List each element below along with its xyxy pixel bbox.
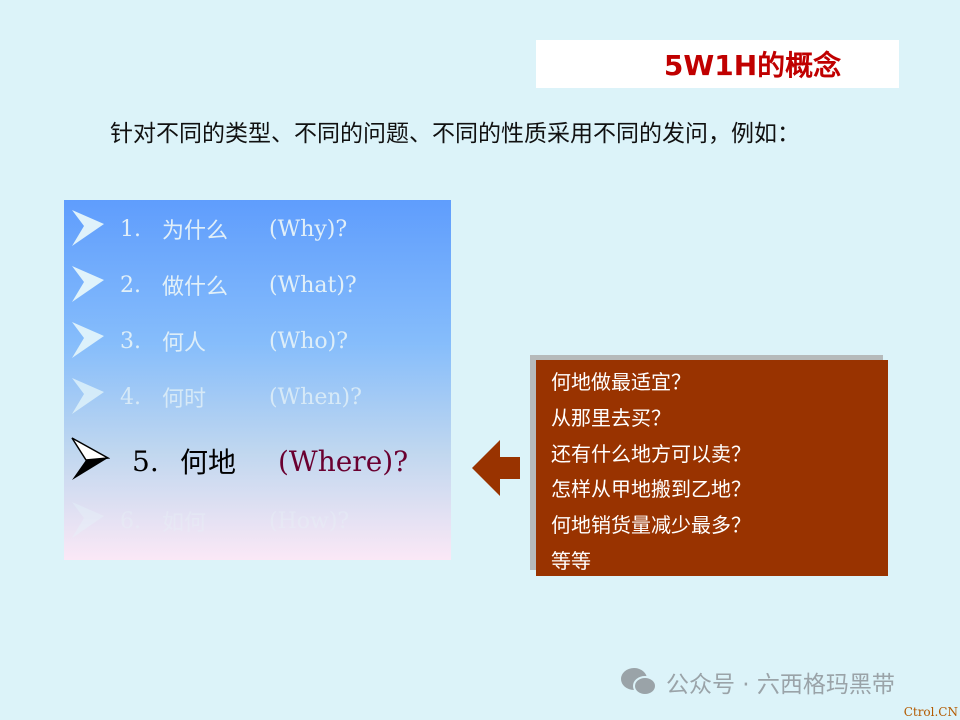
item-zh: 何时: [162, 387, 207, 412]
arrow-bullet-icon: [72, 378, 104, 414]
arrow-bullet-icon: [71, 437, 110, 480]
arrow-bullet-icon: [72, 266, 104, 302]
question-text: 从那里去买？: [551, 406, 671, 430]
item-en: (Where)?: [278, 444, 409, 478]
footer-watermark: 公众号 · 六西格玛黑带: [620, 665, 895, 699]
item-en: (Who)?: [269, 328, 348, 354]
item-en: (Why)?: [269, 216, 348, 242]
item-zh: 何人: [162, 331, 207, 356]
item-number: 6.: [120, 508, 141, 534]
arrow-bullet-icon: [72, 502, 104, 538]
arrow-bullet-icon: [72, 322, 104, 358]
wechat-icon: [621, 668, 657, 696]
item-en: (What)?: [269, 272, 357, 298]
watermark-text: Ctrol.CN: [903, 705, 958, 719]
question-list-panel: 1. 为什么 (Why)? 2. 做什么 (What)? 3. 何人 (Who)? 4. 何时…: [64, 200, 451, 560]
footer-text: 公众号 · 六西格玛黑带: [666, 672, 895, 698]
item-zh: 如何: [162, 511, 207, 536]
item-en: (When)?: [269, 384, 362, 410]
where-questions-box: 何地做最适宜？ 从那里去买？ 还有什么地方可以卖？ 怎样从甲地搬到乙地？ 何地销…: [536, 360, 888, 576]
title-box: 5W1H的概念: [536, 40, 899, 88]
question-text: 等等: [551, 549, 591, 573]
question-text: 何地销货量减少最多？: [551, 513, 751, 537]
item-zh: 做什么: [162, 275, 229, 300]
left-arrow-icon: [472, 440, 520, 496]
item-number: 4.: [120, 384, 141, 410]
item-number: 3.: [120, 328, 141, 354]
item-number: 1.: [120, 216, 141, 242]
arrow-bullet-icon: [72, 210, 104, 246]
question-text: 还有什么地方可以卖？: [551, 442, 751, 466]
item-zh: 为什么: [162, 219, 229, 244]
item-zh: 何地: [180, 446, 237, 479]
question-text: 何地做最适宜？: [551, 370, 691, 394]
item-number: 5.: [132, 444, 159, 478]
question-text: 怎样从甲地搬到乙地？: [551, 477, 751, 501]
item-en: (How)?: [269, 508, 350, 534]
page-title: 5W1H的概念: [663, 49, 842, 82]
item-number: 2.: [120, 272, 141, 298]
subtitle: 针对不同的类型、不同的问题、不同的性质采用不同的发问，例如：: [110, 121, 800, 147]
